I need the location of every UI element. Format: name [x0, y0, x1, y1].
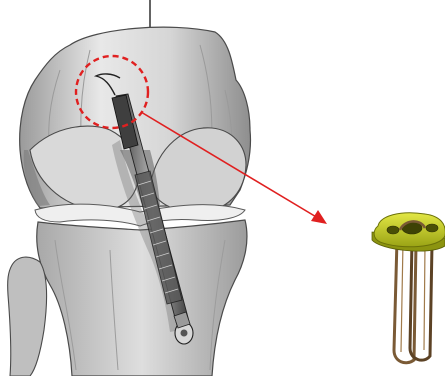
suspensory-button-implant — [372, 213, 445, 363]
fibula-head — [8, 257, 47, 376]
implant-plate-hole-left — [387, 226, 399, 234]
implant-plate-hole-right — [426, 224, 438, 232]
tibia — [37, 220, 247, 376]
device-handle-center — [181, 330, 188, 337]
knee-joint-illustration — [8, 27, 251, 376]
pointer-arrow-head — [311, 210, 327, 224]
